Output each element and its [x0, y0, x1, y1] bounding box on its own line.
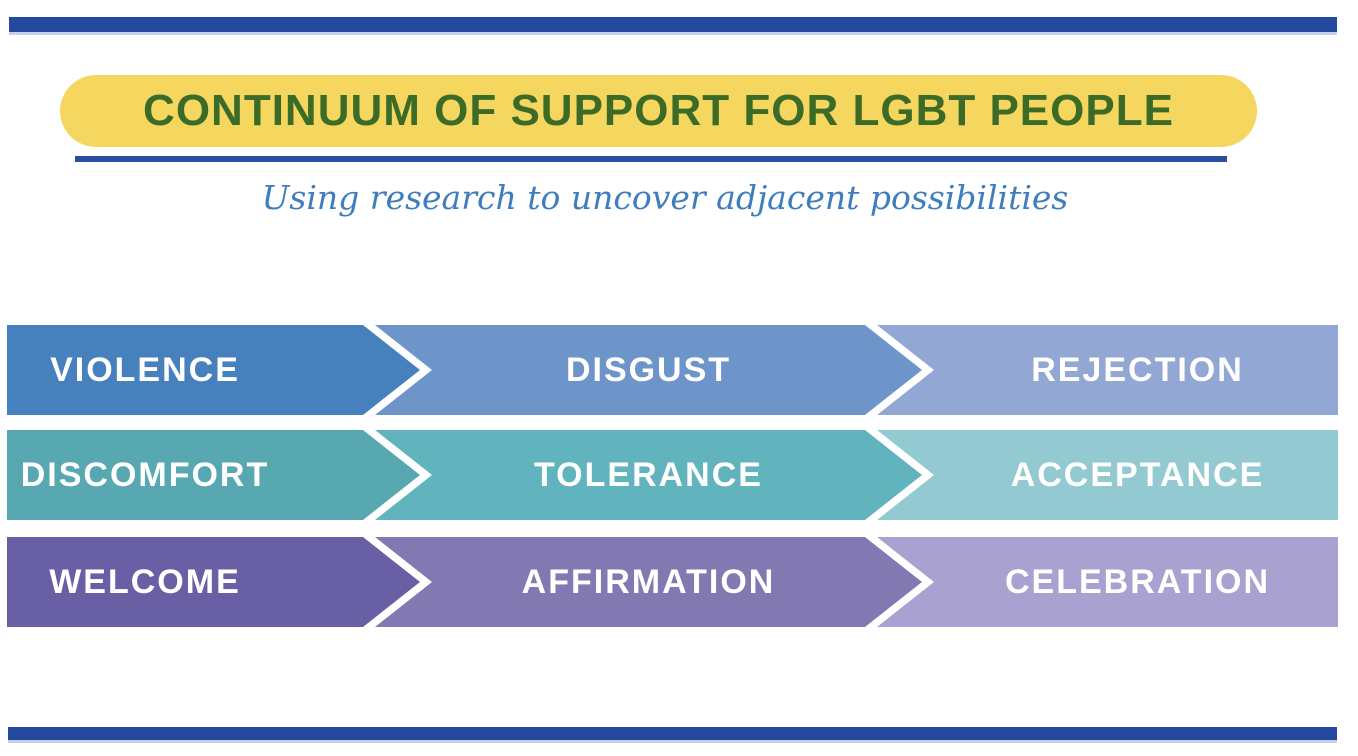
page-title: CONTINUUM OF SUPPORT FOR LGBT PEOPLE — [143, 86, 1174, 135]
segment-label: AFFIRMATION — [521, 562, 776, 601]
segment-label: TOLERANCE — [534, 455, 763, 494]
segment-discomfort: DISCOMFORT — [7, 430, 420, 520]
segment-label: DISCOMFORT — [20, 455, 270, 494]
continuum-row-positive: WELCOME AFFIRMATION CELEBRATION — [7, 537, 1338, 627]
segment-label: VIOLENCE — [50, 350, 240, 389]
segment-celebration: CELEBRATION — [877, 537, 1338, 627]
continuum-row-neutral: DISCOMFORT TOLERANCE ACCEPTANCE — [7, 430, 1338, 520]
segment-label: DISGUST — [565, 350, 732, 389]
top-rule-bar — [9, 17, 1337, 35]
segment-disgust: DISGUST — [375, 325, 922, 415]
segment-label: WELCOME — [49, 562, 241, 601]
page-subtitle: Using research to uncover adjacent possi… — [261, 178, 1069, 217]
segment-label: REJECTION — [1031, 350, 1244, 389]
title-underline — [75, 156, 1227, 162]
segment-rejection: REJECTION — [877, 325, 1338, 415]
segment-violence: VIOLENCE — [7, 325, 420, 415]
segment-label: ACCEPTANCE — [1010, 455, 1265, 494]
segment-label: CELEBRATION — [1004, 562, 1271, 601]
segment-affirmation: AFFIRMATION — [375, 537, 922, 627]
segment-acceptance: ACCEPTANCE — [877, 430, 1338, 520]
segment-welcome: WELCOME — [7, 537, 420, 627]
bottom-rule-bar — [8, 727, 1337, 743]
segment-tolerance: TOLERANCE — [375, 430, 922, 520]
title-banner: CONTINUUM OF SUPPORT FOR LGBT PEOPLE — [60, 75, 1257, 147]
continuum-row-negative: VIOLENCE DISGUST REJECTION — [7, 325, 1338, 415]
